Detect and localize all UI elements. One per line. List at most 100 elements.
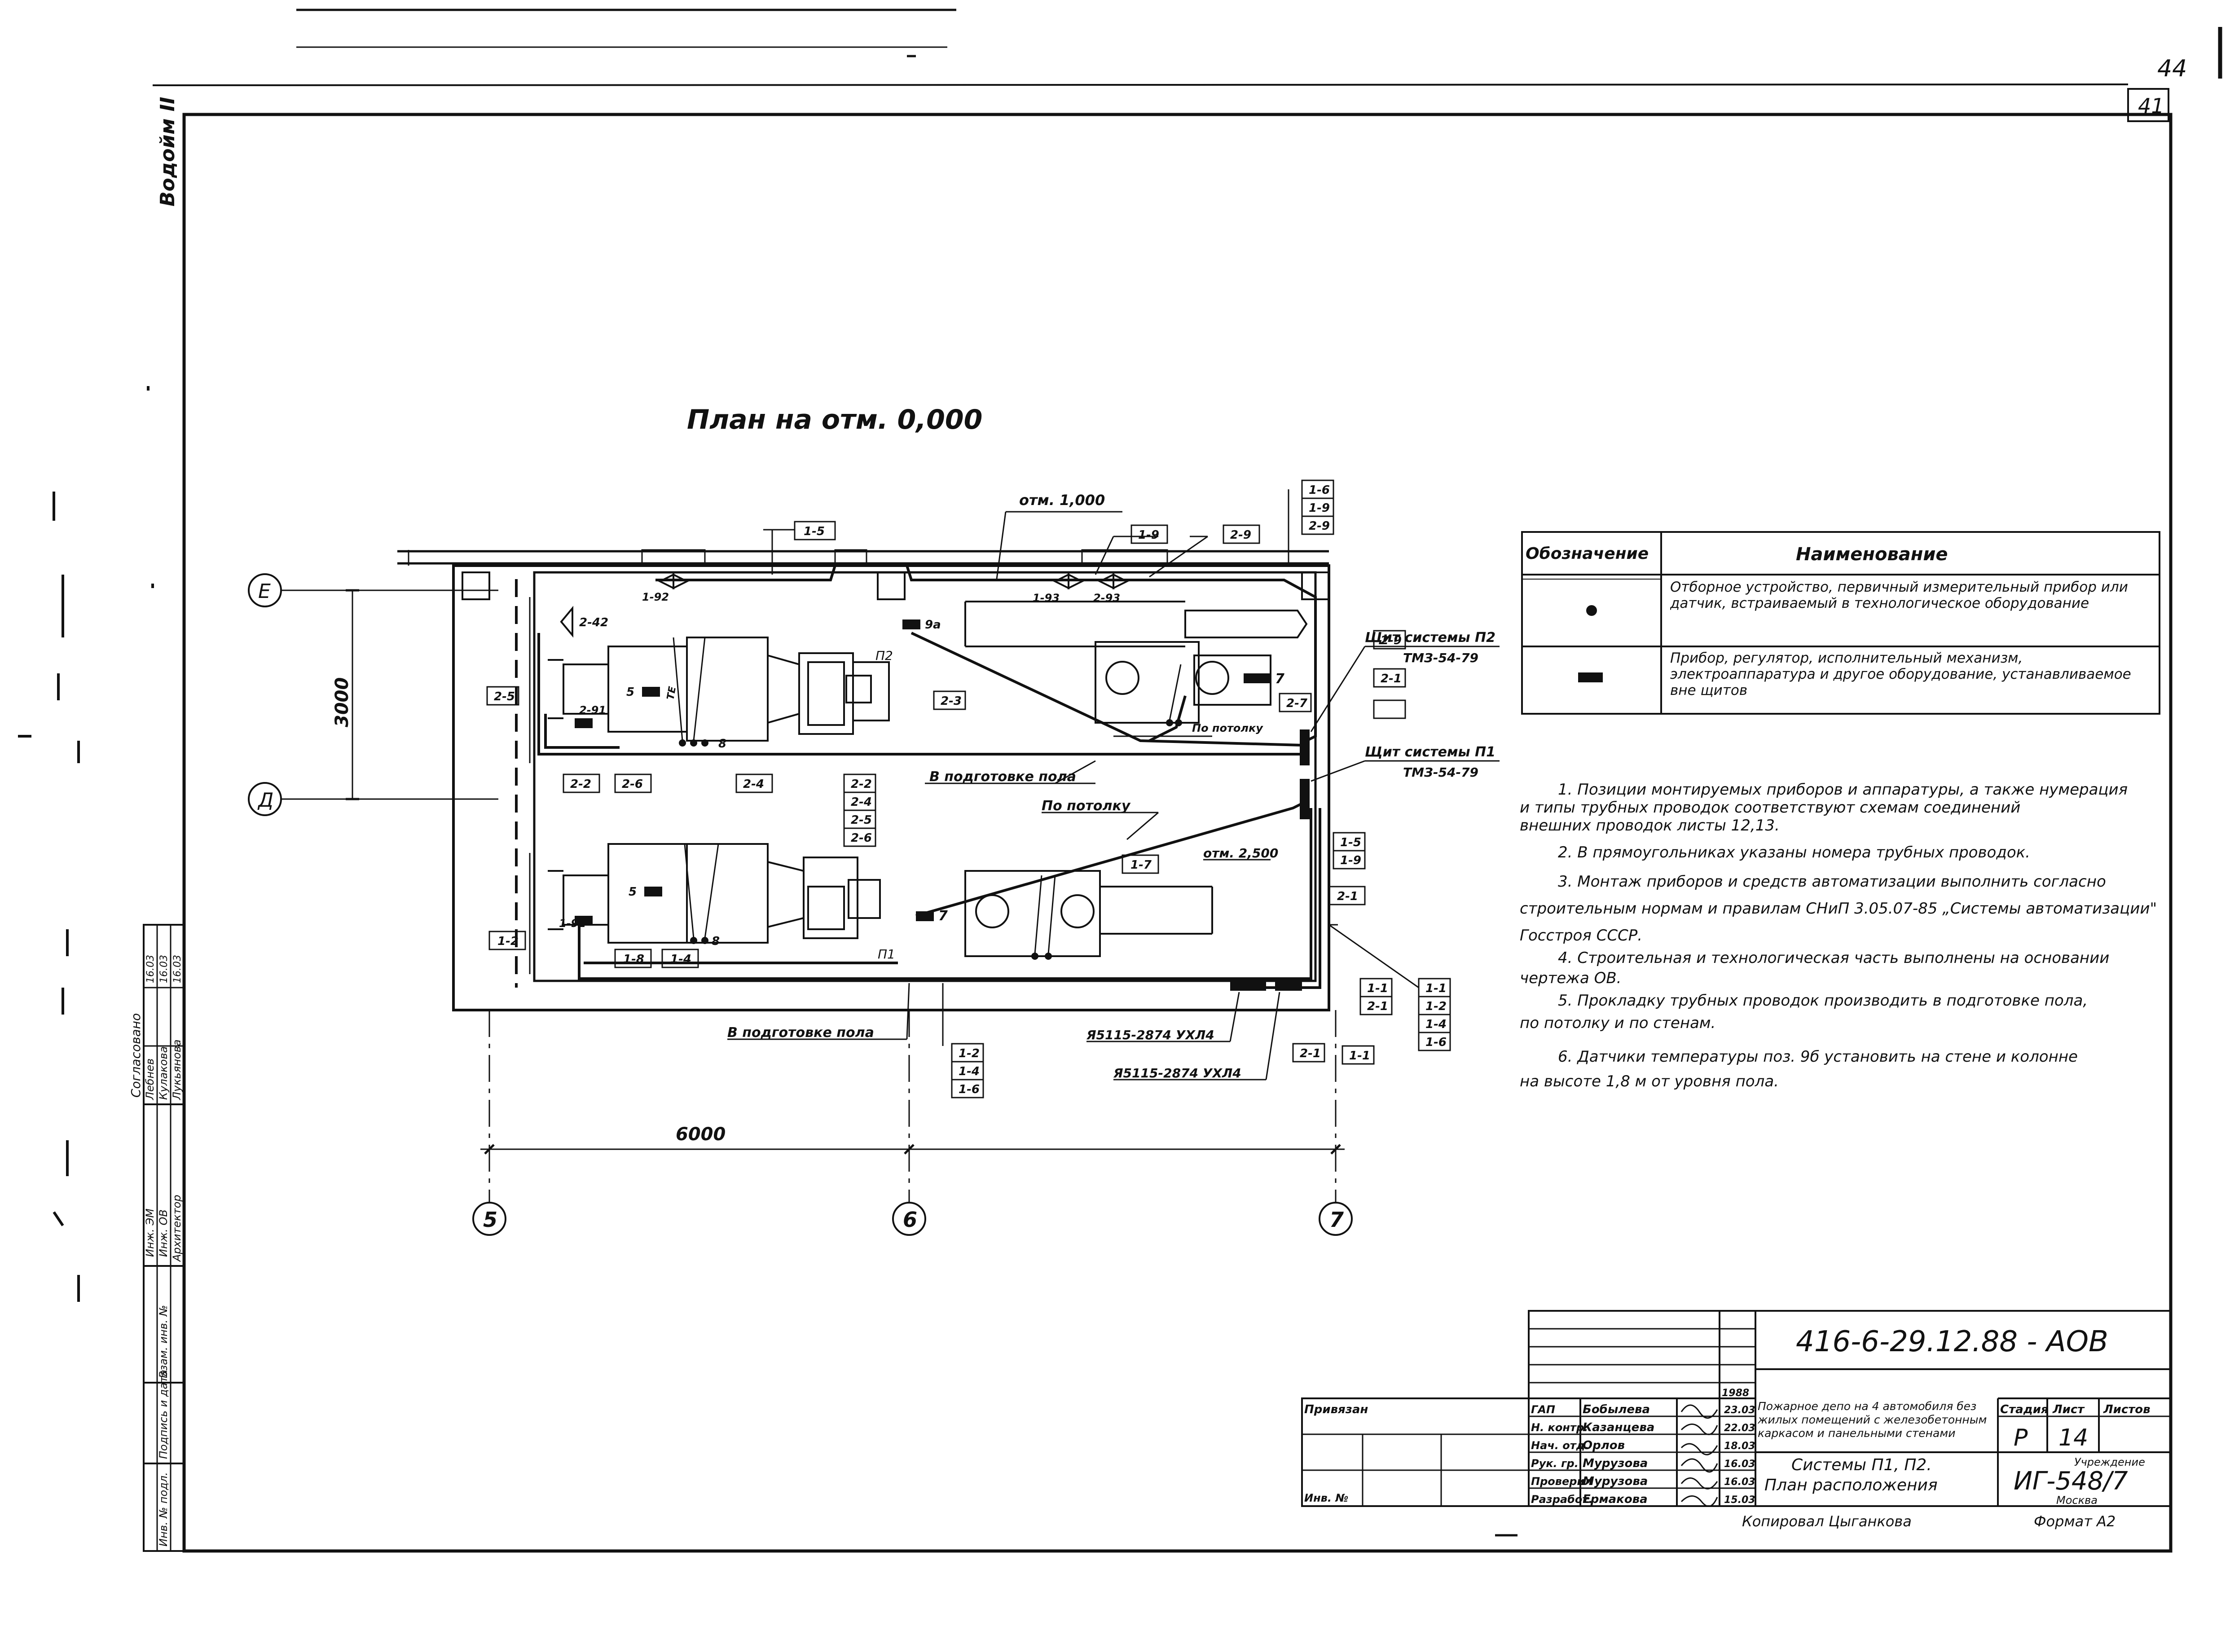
tag-2-1-right-low: 2-1 (1367, 1000, 1388, 1013)
row-b-role: Инж. ОВ (157, 1209, 170, 1257)
instr-2-42: 2-42 (579, 616, 608, 629)
tag-1-9-top: 1-9 (1309, 501, 1330, 515)
row-b-name: Кулакова (157, 1046, 170, 1100)
note-line-13: на высоте 1,8 м от уровня пола. (1520, 1072, 1779, 1090)
tag-1-2: 1-2 (497, 935, 519, 948)
tb-city: Москва (2056, 1494, 2098, 1507)
tb-format: Формат А2 (2034, 1513, 2116, 1530)
tb-stage-value: Р (2014, 1424, 2028, 1451)
tag-1-6-top: 1-6 (1309, 483, 1330, 497)
date-1: 16.03 (145, 955, 156, 983)
panel-p2 (1300, 729, 1310, 765)
tag-1-4: 1-4 (670, 953, 691, 966)
tb-year: 1988 (1722, 1388, 1749, 1399)
tb-sheet-value: 14 (2058, 1424, 2088, 1451)
box-reference-2: Я5115-2874 УХЛ4 (1113, 1066, 1241, 1081)
note-line-9: чертежа ОВ. (1520, 969, 1621, 987)
tag-2-2: 2-2 (570, 778, 591, 791)
tb-names: Бобылева Казанцева Орлов Мурузова Мурузо… (1583, 1403, 1654, 1506)
tag-stack-1-4: 1-4 (1425, 1018, 1447, 1031)
tag-stack-2-4: 2-4 (851, 795, 872, 809)
tb-inv-no: Инв. № (1304, 1492, 1348, 1504)
tb-date-0: 23.03 (1724, 1405, 1755, 1416)
note-line-1: 1. Позиции монтируемых приборов и аппара… (1558, 781, 2128, 799)
note-line-3: внешних проводок листы 12,13. (1520, 817, 1780, 835)
panel-p1-type: ТМЗ-54-79 (1403, 765, 1478, 780)
tb-name-5: Ермакова (1583, 1493, 1648, 1506)
left-approval-strip (143, 924, 185, 1552)
corner-number-outer: 44 (2157, 55, 2187, 82)
scan-marks-left (18, 386, 154, 1302)
tb-dates: 23.03 22.03 18.03 16.03 16.03 15.03 (1724, 1405, 1755, 1506)
instrument-symbols (575, 620, 1302, 991)
tb-org-code: ИГ-548/7 (2014, 1467, 2128, 1496)
tb-sheet-title-2: План расположения (1764, 1476, 1938, 1494)
tag-stack-1-6: 1-6 (1425, 1036, 1447, 1049)
tag-1-7: 1-7 (1130, 858, 1152, 872)
tag-1-1-bottom: 1-1 (1349, 1049, 1370, 1063)
tb-name-3: Мурузова (1583, 1457, 1648, 1470)
tag-2-5: 2-5 (494, 690, 515, 703)
tag-stack-2-2: 2-2 (851, 778, 872, 791)
instr-1-92: 1-92 (642, 591, 669, 603)
tag-2-7: 2-7 (1286, 697, 1308, 710)
tag-2-9: 2-9 (1230, 528, 1251, 542)
axis-label-6: 6 (903, 1208, 917, 1232)
tb-role-0: ГАП (1531, 1403, 1555, 1416)
sensor-leads (673, 637, 1182, 954)
tb-linked: Привязан (1304, 1403, 1368, 1416)
title-block (1301, 1310, 2172, 1507)
tag-stack-1-2: 1-2 (1425, 1000, 1447, 1013)
tb-name-4: Мурузова (1583, 1475, 1648, 1488)
panel-p2-label: Щит системы П2 (1365, 630, 1495, 646)
tag-1-6-bottom: 1-6 (959, 1083, 980, 1096)
note-line-6: строительным нормам и правилам СНиП 3.05… (1520, 900, 2157, 918)
dim-horizontal: 6000 (676, 1124, 726, 1145)
tb-date-1: 22.03 (1724, 1423, 1755, 1434)
tb-name-0: Бобылева (1583, 1403, 1650, 1416)
instr-9a: 9а (925, 618, 941, 632)
box-reference-1: Я5115-2874 УХЛ4 (1086, 1028, 1214, 1042)
tag-1-8: 1-8 (623, 953, 644, 966)
tb-stage-label: Стадия (2000, 1403, 2049, 1416)
date-3: 16.03 (172, 955, 183, 983)
note-line-12: 6. Датчики температуры поз. 9б установит… (1558, 1048, 2078, 1066)
tb-role-4: Проверил (1531, 1475, 1592, 1488)
tag-2-1-right: 2-1 (1337, 890, 1358, 903)
instr-1-93: 1-93 (1033, 592, 1060, 604)
tag-1-5-right: 1-5 (1340, 836, 1361, 849)
tag-2-3: 2-3 (941, 694, 962, 708)
instr-2-93: 2-93 (1093, 592, 1120, 604)
legend-table (1521, 531, 2160, 715)
instr-5-upper: 5 (626, 685, 634, 699)
tb-sheet-label: Лист (2052, 1403, 2085, 1416)
corner-number-box (2127, 88, 2169, 122)
legend-row2-text: Прибор, регулятор, исполнительный механи… (1670, 650, 2131, 699)
tb-project-title: Пожарное депо на 4 автомобиля без жилых … (1758, 1400, 1987, 1440)
row-a-name: Лебнев (144, 1059, 156, 1100)
tag-stack-2-6: 2-6 (851, 831, 872, 845)
unit-label-p1: П1 (878, 947, 895, 962)
unit-label-p2: П2 (875, 648, 893, 663)
tb-date-4: 16.03 (1724, 1476, 1755, 1488)
field-signature-date: Подпись и дата (157, 1370, 170, 1459)
ceiling-upper: По потолку (1192, 722, 1263, 734)
tb-org-label: Учреждение (2074, 1456, 2145, 1468)
elevation-1000: отм. 1,000 (1019, 492, 1105, 509)
field-inv-original: Инв. № подл. (157, 1472, 170, 1547)
agreed-label: Согласовано (128, 1013, 143, 1098)
date-2: 16.03 (158, 955, 170, 983)
tb-signatures (1680, 1404, 1718, 1507)
instr-7-lower: 7 (938, 908, 948, 924)
tag-labels: 1-5 1-9 2-9 1-6 1-9 2-9 2-5 2-3 2-2 2-6 … (494, 483, 1447, 1096)
tb-date-2: 18.03 (1724, 1441, 1755, 1452)
instr-8-upper: 8 (718, 737, 726, 751)
note-line-4: 2. В прямоугольниках указаны номера труб… (1558, 844, 2030, 861)
tag-1-9: 1-9 (1138, 528, 1159, 542)
tag-1-5: 1-5 (804, 525, 825, 538)
ceiling-lower: По потолку (1042, 798, 1131, 814)
legend-col1-header: Обозначение (1526, 545, 1649, 563)
tb-name-1: Казанцева (1583, 1421, 1654, 1434)
